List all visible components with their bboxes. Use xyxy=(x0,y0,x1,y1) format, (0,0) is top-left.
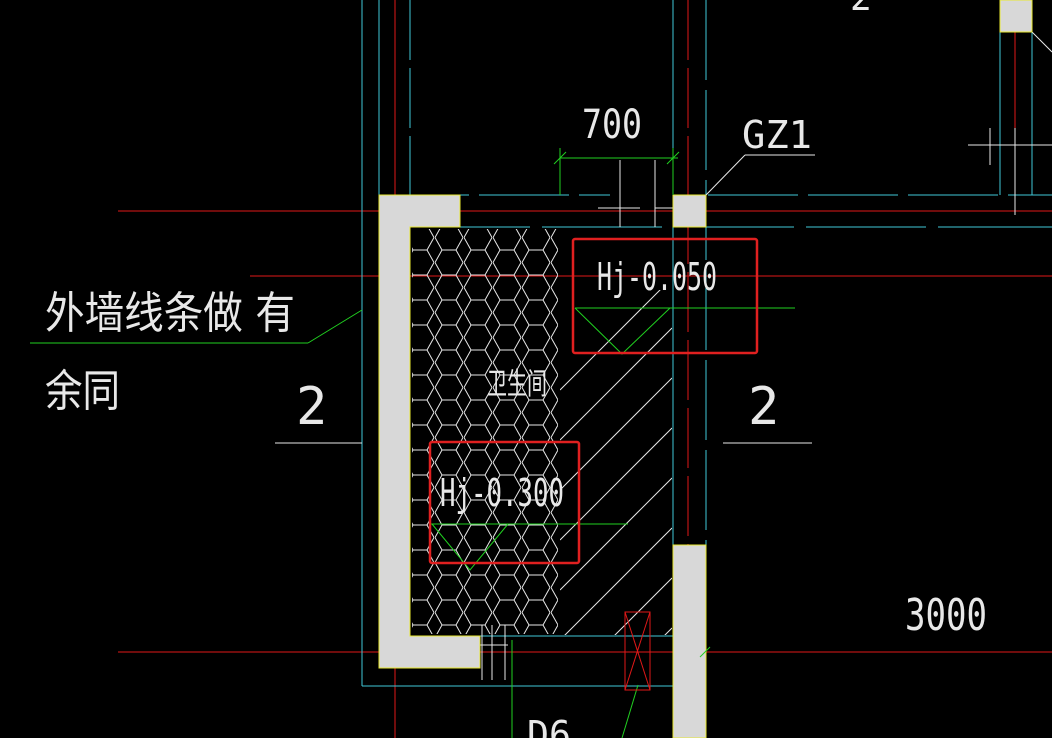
elev-a-triangle xyxy=(574,307,671,355)
cyan-lines xyxy=(361,0,1052,738)
note-line-2: 余同 xyxy=(45,366,120,417)
dim-tick-left xyxy=(553,151,567,165)
room-name-bathroom: 卫生间 xyxy=(487,367,547,402)
elev-b-triangle xyxy=(431,523,509,571)
pipe-leader xyxy=(621,684,639,738)
highlight-box-elev-b[interactable] xyxy=(428,440,581,565)
d6-label: D6 xyxy=(527,713,571,738)
dimension-3000-label: 3000 xyxy=(905,590,987,641)
section-mark-right: 2 xyxy=(748,377,779,437)
pipe-marker xyxy=(624,611,651,691)
bathroom-honeycomb-hatch xyxy=(412,229,558,634)
room-tick xyxy=(699,646,711,658)
top-right-partial-label: 2 xyxy=(850,0,872,19)
dimension-700-label: 700 xyxy=(582,102,642,148)
gz1-label: GZ1 xyxy=(742,113,812,157)
pipe-marker-box xyxy=(624,611,651,691)
section-mark-left: 2 xyxy=(296,377,327,437)
wall-top-right-stub xyxy=(999,0,1033,33)
wall-right-column xyxy=(672,544,707,738)
dim-tick-right xyxy=(666,151,680,165)
note-line-1: 外墙线条做 有 xyxy=(45,288,295,339)
column-gz1 xyxy=(672,194,707,228)
diagonal-hatch xyxy=(560,290,672,635)
note-leader-diagonal xyxy=(307,309,363,344)
highlight-box-elev-a[interactable] xyxy=(571,237,759,355)
wall-left-l-shape xyxy=(378,194,481,669)
elevation-label-b: Hj-0.300 xyxy=(440,471,564,515)
walls xyxy=(378,0,1033,738)
elevation-label-a: Hj-0.050 xyxy=(597,255,717,299)
gz1-leader xyxy=(705,154,815,196)
leader-top-right xyxy=(1031,31,1052,53)
